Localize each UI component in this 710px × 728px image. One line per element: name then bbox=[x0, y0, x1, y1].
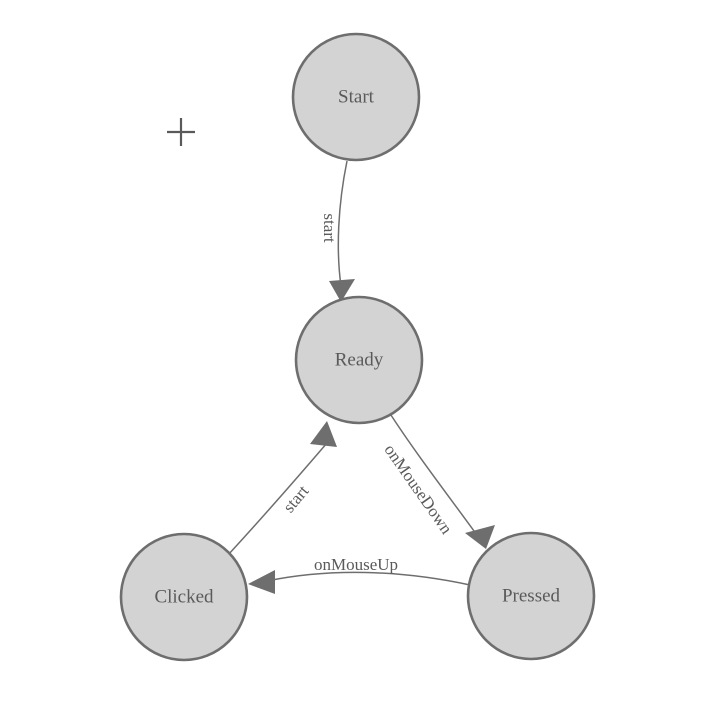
node-start[interactable]: Start bbox=[291, 32, 421, 162]
edge-path bbox=[337, 160, 348, 287]
node-circle bbox=[466, 531, 596, 661]
crosshair-icon bbox=[167, 118, 195, 146]
node-label-clicked: Clicked bbox=[154, 586, 214, 607]
node-circle bbox=[119, 532, 249, 662]
node-pressed[interactable]: Pressed bbox=[466, 531, 596, 661]
node-circle bbox=[291, 32, 421, 162]
arrowhead-icon bbox=[248, 570, 275, 594]
node-label-start: Start bbox=[338, 86, 375, 107]
edge-label-start-to-ready: start bbox=[320, 213, 339, 243]
edge-start-to-ready[interactable]: start bbox=[320, 160, 355, 302]
node-ready[interactable]: Ready bbox=[294, 295, 424, 425]
arrowhead-icon bbox=[310, 421, 337, 447]
node-label-ready: Ready bbox=[335, 349, 384, 370]
arrowhead-icon bbox=[329, 279, 355, 302]
edge-ready-to-pressed[interactable]: onMouseDown bbox=[380, 411, 495, 549]
edge-label-pressed-to-clicked: onMouseUp bbox=[314, 555, 398, 574]
edge-pressed-to-clicked[interactable]: onMouseUp bbox=[248, 555, 471, 594]
edge-path bbox=[388, 411, 483, 543]
node-clicked[interactable]: Clicked bbox=[119, 532, 249, 662]
edge-path bbox=[266, 571, 471, 586]
arrowhead-icon bbox=[465, 525, 495, 549]
node-label-pressed: Pressed bbox=[502, 585, 561, 606]
node-circle bbox=[294, 295, 424, 425]
edge-label-clicked-to-ready: start bbox=[279, 481, 313, 516]
edge-path bbox=[227, 442, 328, 556]
edge-clicked-to-ready[interactable]: start bbox=[227, 421, 337, 556]
